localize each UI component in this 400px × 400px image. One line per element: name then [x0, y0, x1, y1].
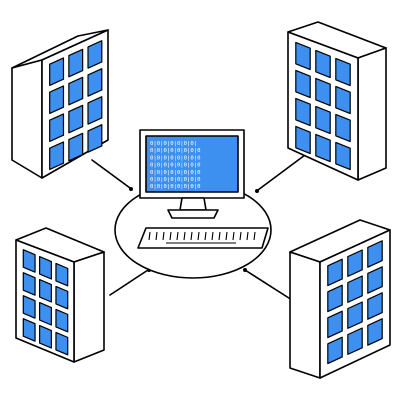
rack-panel: [327, 310, 343, 339]
keyboard-key: [155, 231, 158, 241]
rack-panel: [327, 258, 343, 287]
rack-panel: [335, 113, 351, 143]
rack-panel: [87, 96, 103, 125]
keyboard-key: [148, 231, 151, 241]
link-joint-bottom-right: [243, 268, 247, 272]
rack-panel: [315, 49, 331, 79]
rack-panel: [295, 125, 311, 155]
screen-binary-row: 0|0|0|0|0|0|0|0: [150, 163, 201, 169]
monitor-base: [167, 209, 219, 219]
screen-binary-row: 0|0|0|0|0|0|0|: [150, 141, 197, 147]
rack-panel: [87, 40, 103, 69]
rack-panel: [295, 97, 311, 127]
screen-binary-row: 0|0|0|0|0|0|0|0: [150, 170, 201, 176]
rack-panel: [68, 76, 84, 106]
rack-panel: [39, 301, 52, 326]
rack-panel: [68, 132, 84, 162]
rack-panel: [315, 133, 331, 163]
link-bottom-right: [244, 269, 293, 301]
desktop-computer-icon: 0|0|0|0|0|0|0|0|0|0|0|0|0|0|00|0|0|0|0|0…: [137, 129, 269, 249]
rack-panel: [55, 331, 69, 356]
rack-panel: [55, 285, 69, 310]
rack-side: [289, 251, 321, 379]
link-top-left: [91, 159, 131, 189]
rack-panel: [49, 141, 65, 171]
keyboard-key: [176, 231, 179, 241]
rack-panel: [49, 85, 65, 115]
monitor-screen: [145, 135, 239, 193]
rack-panel: [367, 292, 383, 320]
rack-panel: [347, 249, 363, 277]
connection-lines: [91, 154, 306, 301]
link-top-right: [257, 154, 306, 191]
rack-panel: [39, 255, 52, 280]
rack-panel: [55, 308, 69, 333]
rack-panel: [327, 284, 343, 313]
rack-panel: [327, 336, 343, 365]
rack-panel: [22, 295, 36, 319]
rack-panel: [22, 249, 36, 273]
rack-panel: [87, 68, 103, 97]
rack-panel: [335, 141, 351, 171]
rack-panel: [68, 104, 84, 134]
rack-panel: [347, 301, 363, 329]
rack-panel: [315, 77, 331, 107]
keyboard-key: [232, 231, 235, 241]
rack-panel: [335, 85, 351, 115]
keyboard-key: [225, 231, 228, 241]
keyboard-key: [253, 231, 256, 241]
server-top-right: [287, 21, 387, 181]
server-bottom-right: [289, 219, 391, 379]
rack-panel: [39, 324, 52, 349]
rack-side: [73, 251, 105, 363]
keyboard: [137, 227, 269, 249]
rack-panel: [49, 113, 65, 143]
server-top-left: [11, 29, 109, 179]
rack-panel: [22, 318, 36, 342]
link-bottom-left: [109, 269, 149, 296]
rack-panel: [315, 105, 331, 135]
keyboard-key: [211, 231, 214, 241]
screen-binary-row: 0|0|0|0|0|0|0|0: [150, 177, 201, 183]
link-joint-top-right: [255, 189, 259, 193]
rack-panel: [347, 275, 363, 303]
keyboard-key: [183, 231, 186, 241]
rack-panel: [367, 318, 383, 346]
rack-panel: [335, 57, 351, 87]
keyboard-key: [218, 231, 221, 241]
rack-panel: [22, 272, 36, 296]
keyboard-key: [239, 231, 242, 241]
servers: [11, 21, 391, 379]
screen-binary-row: 0|0|0|0|0|0|0|0: [150, 148, 201, 154]
keyboard-key: [197, 231, 200, 241]
rack-side: [11, 59, 43, 179]
server-bottom-left: [15, 227, 105, 363]
keyboard-key: [204, 231, 207, 241]
monitor-neck: [179, 197, 207, 211]
rack-side: [357, 47, 387, 181]
keyboard-key: [162, 231, 165, 241]
rack-panel: [49, 57, 65, 87]
keyboard-keys: [148, 231, 256, 244]
screen-binary-text: 0|0|0|0|0|0|0|0|0|0|0|0|0|0|00|0|0|0|0|0…: [150, 141, 201, 190]
rack-panel: [87, 124, 103, 153]
rack-panel: [367, 266, 383, 294]
rack-panel: [68, 48, 84, 78]
link-joint-top-left: [129, 187, 133, 191]
keyboard-key: [246, 231, 249, 241]
rack-panel: [55, 262, 69, 287]
rack-panel: [39, 278, 52, 303]
rack-panel: [367, 240, 383, 268]
rack-panel: [347, 327, 363, 355]
screen-binary-row: 0|0|0|0|0|0|0|0: [150, 155, 201, 161]
rack-panel: [295, 69, 311, 99]
keyboard-key: [169, 231, 172, 241]
keyboard-key: [190, 231, 193, 241]
rack-panel: [295, 41, 311, 71]
screen-binary-row: 0|0|0|0|0|0|0|0: [150, 184, 201, 190]
